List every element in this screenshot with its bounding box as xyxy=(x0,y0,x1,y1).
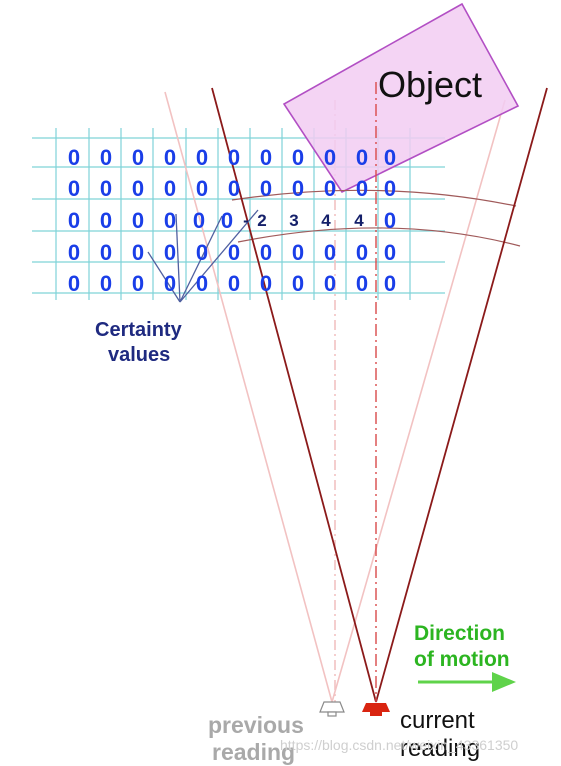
grid-cell-value: 3 xyxy=(289,211,298,230)
grid-cell-value: 0 xyxy=(356,176,368,201)
grid-cell-value: 0 xyxy=(68,271,80,296)
grid-cell-value: 0 xyxy=(356,145,368,170)
grid-cell-value: 0 xyxy=(228,271,240,296)
grid-cell-value: 0 xyxy=(228,176,240,201)
grid-cell-value: 0 xyxy=(100,208,112,233)
grid-cell-value: 0 xyxy=(68,208,80,233)
current-reading-line-2: reading xyxy=(400,735,480,762)
grid-cell-value: 0 xyxy=(384,240,396,265)
grid-cell-value: 4 xyxy=(354,211,364,230)
grid-cell-value: 0 xyxy=(324,176,336,201)
grid-cell-value: 0 xyxy=(292,271,304,296)
grid-cell-value: 0 xyxy=(196,271,208,296)
grid-cell-value: 0 xyxy=(132,145,144,170)
grid-cell-value: 0 xyxy=(196,240,208,265)
grid-cell-value: 0 xyxy=(100,240,112,265)
current-reading-cone xyxy=(211,82,548,703)
grid-cell-value: 0 xyxy=(132,208,144,233)
grid-cell-value: 0 xyxy=(132,271,144,296)
previous-reading-cone xyxy=(164,91,506,703)
grid-cell-value: 0 xyxy=(356,271,368,296)
grid-cell-value: 0 xyxy=(193,208,205,233)
grid-cell-value: 0 xyxy=(384,176,396,201)
grid-cell-value: 2 xyxy=(257,211,266,230)
grid-cell-value: 0 xyxy=(68,240,80,265)
previous-reading-line-1: previous xyxy=(208,712,304,738)
grid-cell-value: 0 xyxy=(260,240,272,265)
grid-cell-value: 0 xyxy=(164,208,176,233)
speaker-filled-icon xyxy=(362,703,390,716)
grid-cell-value: 0 xyxy=(384,208,396,233)
grid-cell-value: 0 xyxy=(260,145,272,170)
grid-cell-value: 0 xyxy=(228,145,240,170)
grid-cell-value: 0 xyxy=(132,176,144,201)
speaker-outline-icon xyxy=(319,701,345,717)
grid-cell-value: 0 xyxy=(356,240,368,265)
grid-cell-value: 0 xyxy=(100,176,112,201)
grid-cell-value: 0 xyxy=(324,240,336,265)
grid-cell-value: 0 xyxy=(196,145,208,170)
grid-cell-value: 0 xyxy=(260,176,272,201)
grid-cell-value: 0 xyxy=(228,240,240,265)
object-box xyxy=(282,2,520,194)
object-label: Object xyxy=(378,64,482,105)
previous-reading-line-2: reading xyxy=(212,739,295,765)
grid-cell-value: 0 xyxy=(100,145,112,170)
certainty-pointer-lines xyxy=(147,209,259,303)
grid-cell-value: 0 xyxy=(164,240,176,265)
grid-cell-value: 0 xyxy=(324,145,336,170)
arrow-right-icon xyxy=(418,672,516,692)
grid-cell-value: 0 xyxy=(292,176,304,201)
grid-cell-value: - xyxy=(243,211,249,230)
current-reading-line-1: current xyxy=(400,707,475,734)
certainty-label-line-1: Certainty xyxy=(95,319,183,341)
grid-cell-value: 4 xyxy=(321,211,331,230)
grid-cell-value: 0 xyxy=(260,271,272,296)
grid-cell-value: 0 xyxy=(324,271,336,296)
certainty-label-line-2: values xyxy=(108,344,170,366)
grid-cell-value: 0 xyxy=(164,271,176,296)
grid-cell-value: 0 xyxy=(100,271,112,296)
grid-cell-value: 0 xyxy=(132,240,144,265)
grid-cell-value: 0 xyxy=(221,208,233,233)
direction-label-line-2: of motion xyxy=(414,648,510,671)
occupancy-grid-lines xyxy=(32,128,445,300)
grid-cell-value: 0 xyxy=(164,145,176,170)
grid-cell-value: 0 xyxy=(196,176,208,201)
grid-cell-value: 0 xyxy=(292,240,304,265)
watermark-text: https://blog.csdn.net/weixin_43361350 xyxy=(280,737,518,753)
grid-cell-value: 0 xyxy=(384,145,396,170)
grid-cell-value: 0 xyxy=(68,145,80,170)
direction-label-line-1: Direction xyxy=(414,622,505,645)
grid-cell-value: 0 xyxy=(68,176,80,201)
grid-cell-value: 0 xyxy=(292,145,304,170)
range-arcs xyxy=(231,189,521,247)
grid-cell-value: 0 xyxy=(164,176,176,201)
grid-cell-value: 0 xyxy=(384,271,396,296)
